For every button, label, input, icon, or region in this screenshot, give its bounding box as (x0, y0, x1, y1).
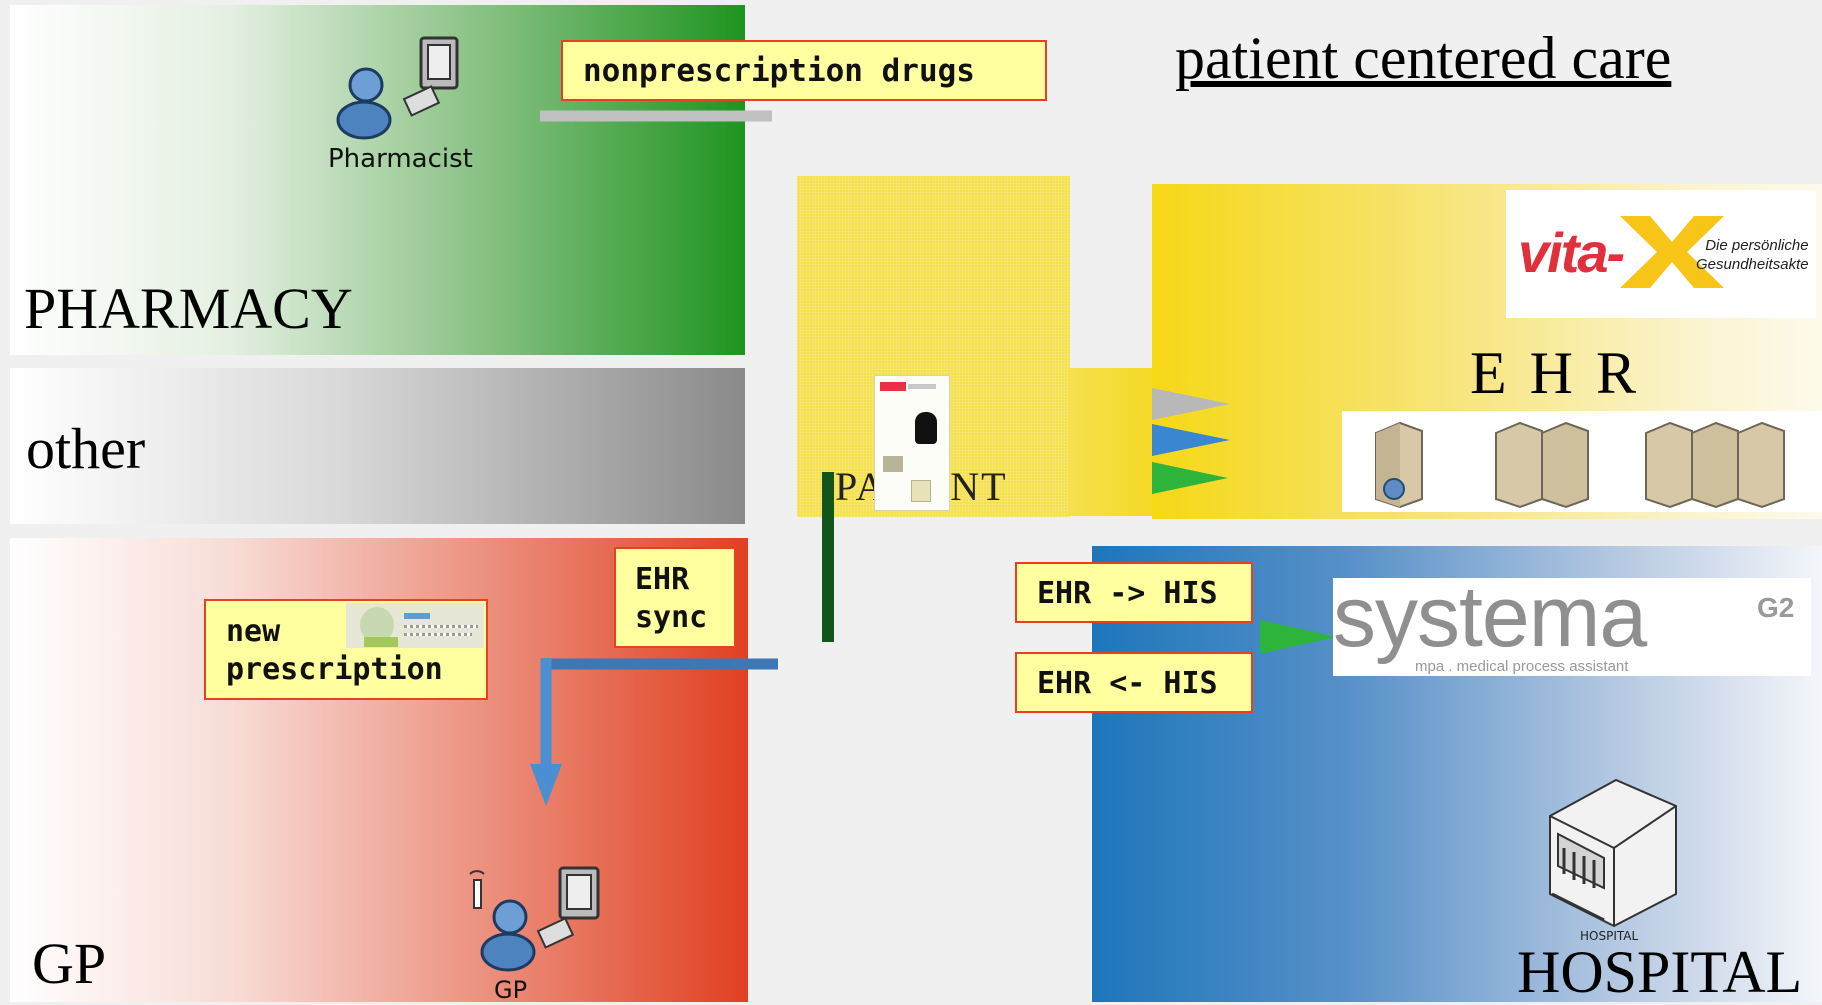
pharmacy-title: PHARMACY (24, 276, 353, 341)
user-computer-icon (336, 36, 459, 140)
vitax-brand: vita- (1518, 221, 1625, 284)
hospital-icon-label: HOSPITAL (1580, 929, 1639, 943)
prescription-thumbnail (346, 603, 484, 648)
server-icon (1495, 421, 1589, 509)
vitax-tagline: Die persönliche Gesundheitsakte (1696, 237, 1809, 273)
nonprescription-label: nonprescription drugs (561, 40, 1047, 101)
vitax-logo: vita- Die persönliche Gesundheitsakte (1506, 190, 1816, 318)
user-computer-wireless-icon (469, 866, 600, 972)
servers-panel (1342, 411, 1822, 512)
systema-logo: systema G2 mpa . medical process assista… (1333, 569, 1811, 676)
hospital-building-icon (1549, 778, 1677, 928)
systema-version: G2 (1757, 592, 1795, 623)
vitax-x-mark-icon (1620, 216, 1724, 288)
patient-card-icon (874, 375, 950, 511)
ehr-title: E H R (1470, 340, 1640, 406)
server-icon (1645, 421, 1785, 509)
ehr-sync-label: EHR sync (614, 547, 736, 648)
page-title: patient centered care (1175, 25, 1672, 91)
other-zone (10, 368, 745, 524)
server-icon (1375, 421, 1423, 509)
other-title: other (26, 416, 146, 481)
ehr-to-his-label: EHR -> HIS (1015, 562, 1253, 623)
hospital-title: HOSPITAL (1517, 939, 1803, 1005)
gp-title: GP (32, 931, 107, 996)
systema-brand: systema (1333, 569, 1647, 665)
gp-label: GP (494, 976, 528, 1004)
systema-tagline: mpa . medical process assistant (1415, 658, 1629, 675)
ehr-from-his-label: EHR <- HIS (1015, 652, 1253, 713)
pharmacist-label: Pharmacist (328, 144, 473, 174)
